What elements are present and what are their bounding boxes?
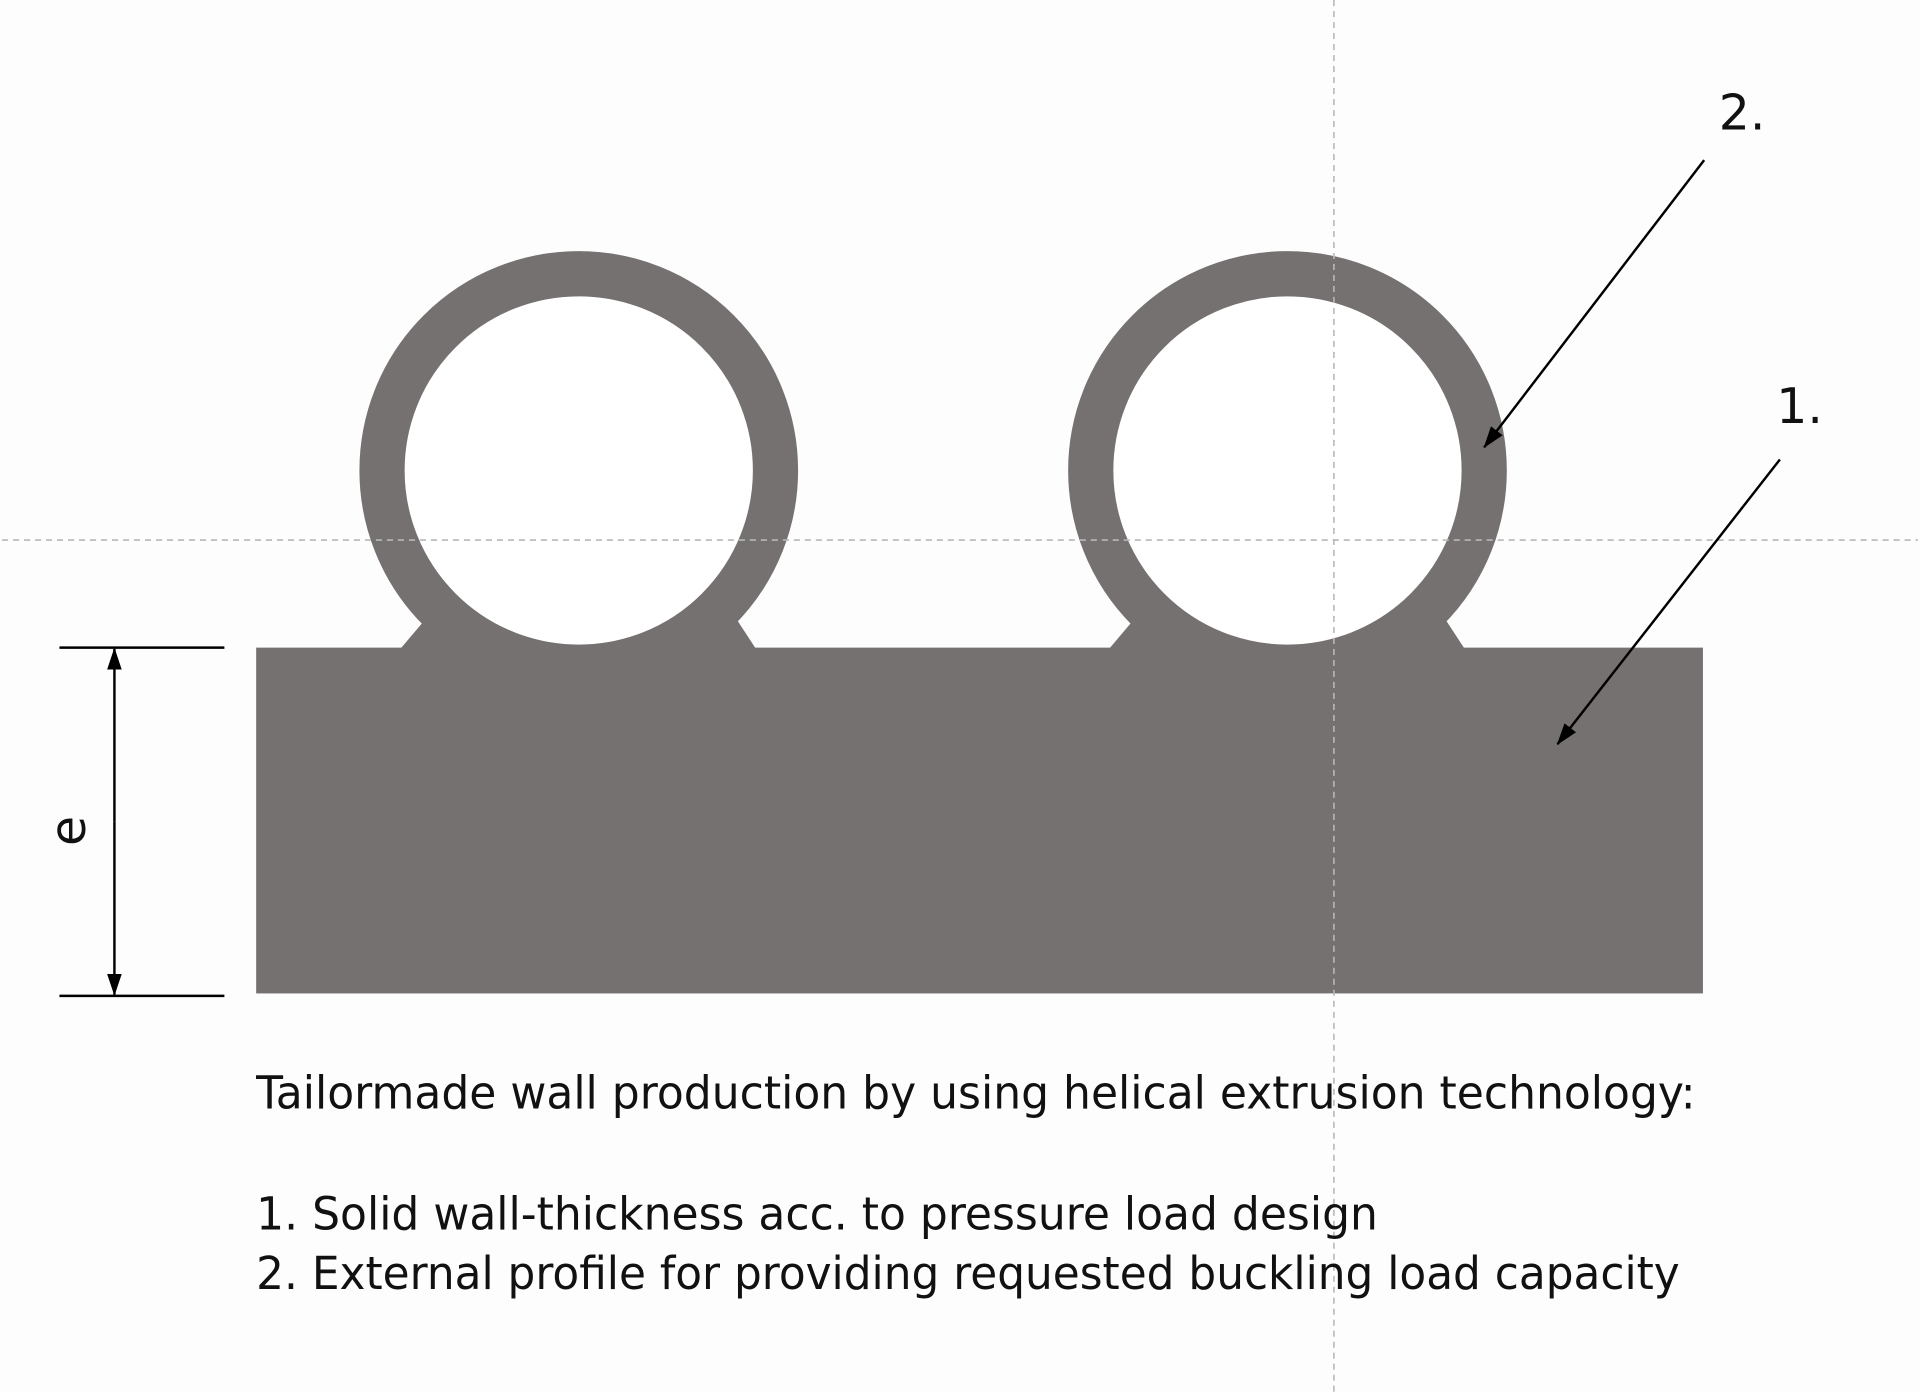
callout-label-2: 2. xyxy=(1719,85,1766,142)
caption-item-2: 2. External profile for providing reques… xyxy=(256,1247,1680,1300)
callout-label-1: 1. xyxy=(1776,378,1823,435)
hollow-profile-ring-right xyxy=(1068,251,1507,690)
solid-wall xyxy=(256,647,1703,994)
caption-heading: Tailormade wall production by using heli… xyxy=(255,1066,1695,1119)
callout-arrow-2-icon xyxy=(1483,159,1706,449)
hollow-profile-ring-left xyxy=(359,251,799,690)
callout-arrow-1-icon xyxy=(1556,458,1781,746)
dimension-label-e: e xyxy=(40,816,97,846)
caption-item-1: 1. Solid wall-thickness acc. to pressure… xyxy=(256,1187,1378,1240)
